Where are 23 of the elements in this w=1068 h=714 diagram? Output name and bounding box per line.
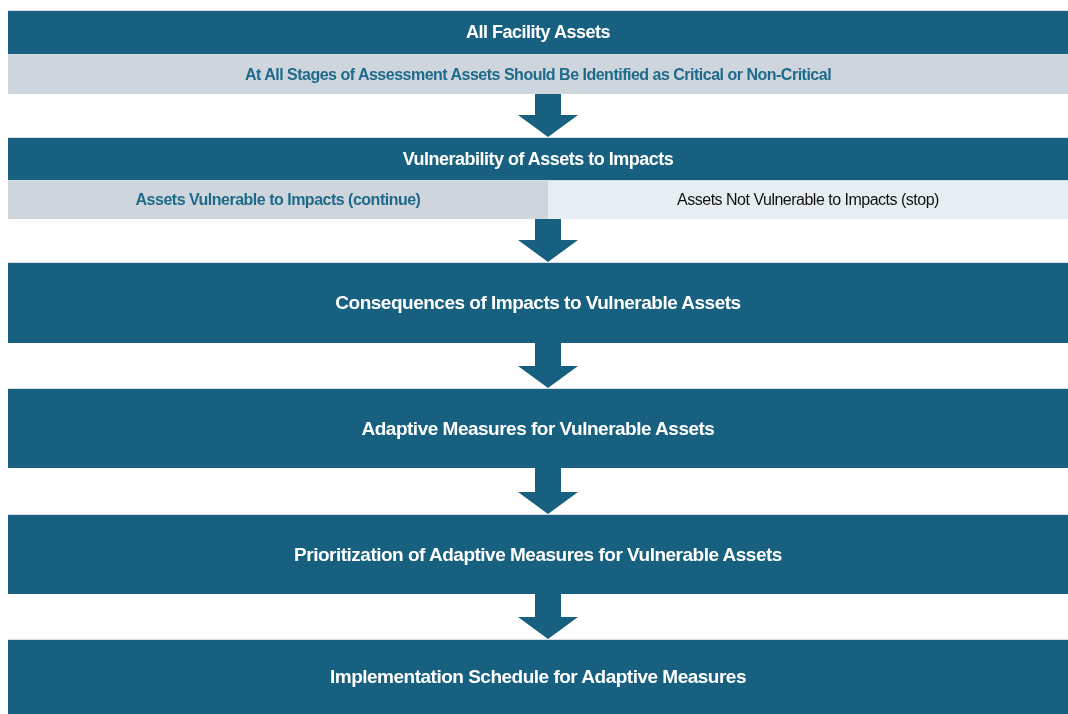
down-arrow xyxy=(518,219,578,262)
process-box xyxy=(8,514,1068,594)
process-box xyxy=(8,639,1068,714)
process-box xyxy=(8,262,1068,343)
box-label: All Facility Assets xyxy=(466,22,610,43)
box-label: Implementation Schedule for Adaptive Measures xyxy=(330,666,746,688)
process-box xyxy=(8,388,1068,468)
process-box xyxy=(8,137,1068,180)
box-label: Vulnerability of Assets to Impacts xyxy=(402,148,674,170)
box-label: Prioritization of Adaptive Measures for Vulnerable Assets xyxy=(294,543,782,566)
box-label: At All Stages of Assessment Assets Should Be Identified as Critical or Non-Critical xyxy=(244,65,832,84)
box-label: Adaptive Measures for Vulnerable Assets xyxy=(361,417,715,440)
process-box xyxy=(8,10,1068,54)
box-label: Assets Not Vulnerable to Impacts (stop) xyxy=(677,191,939,209)
down-arrow xyxy=(518,594,578,639)
down-arrow xyxy=(518,468,578,514)
down-arrow xyxy=(518,343,578,388)
box-label: Consequences of Impacts to Vulnerable Assets xyxy=(335,292,741,314)
process-box xyxy=(548,180,1068,219)
process-box xyxy=(8,54,1068,94)
down-arrow xyxy=(518,94,578,137)
box-label: Assets Vulnerable to Impacts (continue) xyxy=(135,191,421,209)
process-box xyxy=(8,180,548,219)
